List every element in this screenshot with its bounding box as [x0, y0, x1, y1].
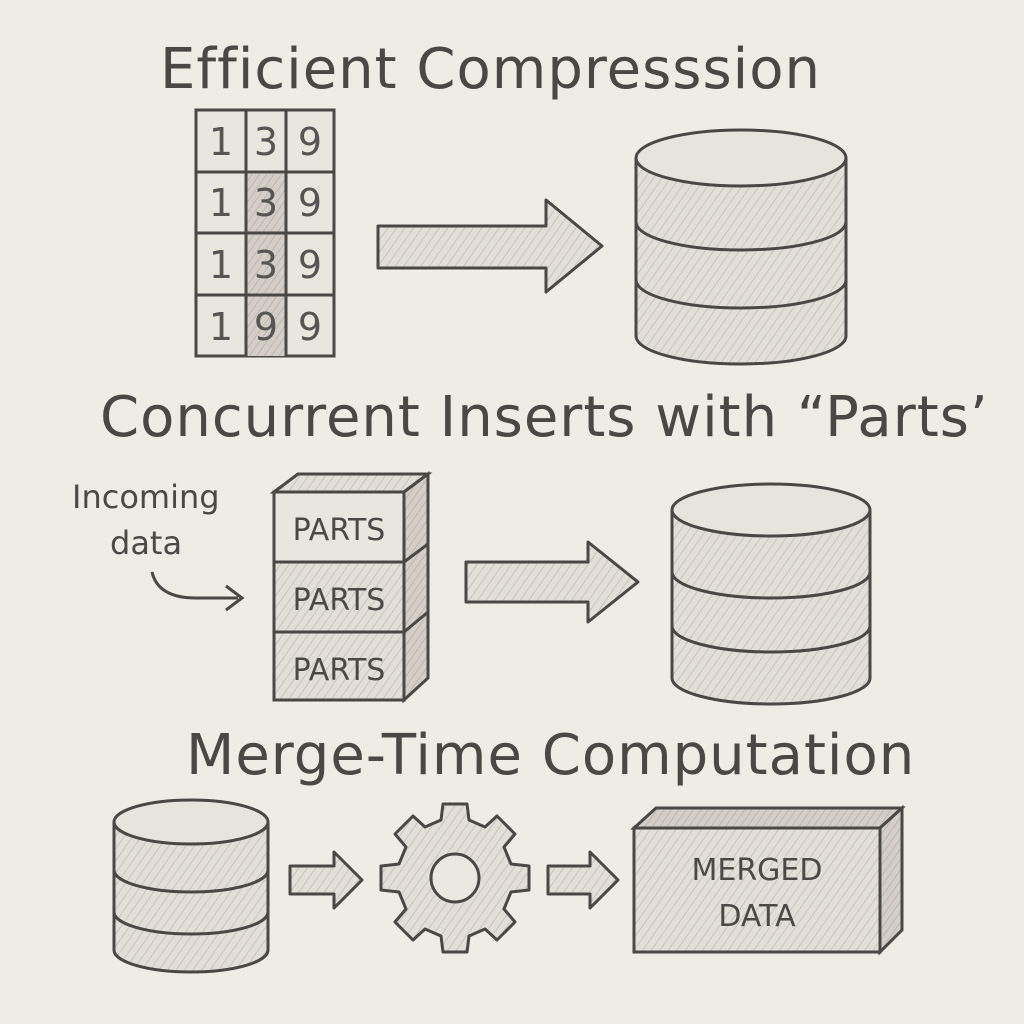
- database-icon: [634, 128, 848, 366]
- grid-cell: 9: [298, 181, 322, 225]
- incoming-data-label-2: data: [110, 524, 182, 562]
- grid-cell: 3: [254, 243, 278, 287]
- parts-stack-icon: [269, 471, 433, 704]
- arrow-icon: [464, 540, 640, 624]
- database-icon: [112, 798, 270, 974]
- merged-data-label-2: DATA: [718, 899, 796, 934]
- grid-cell: 9: [254, 305, 278, 349]
- merged-data-label: MERGED: [692, 853, 823, 888]
- arrow-icon: [546, 850, 620, 910]
- compression-grid-values: 1 3 9 1 3 9 1 3 9 1 9 9: [209, 120, 322, 349]
- database-icon: [670, 482, 872, 706]
- title-merge-time-computation: Merge-Time Computation: [186, 723, 915, 788]
- grid-cell: 1: [209, 181, 233, 225]
- grid-cell: 9: [298, 305, 322, 349]
- grid-cell: 3: [254, 181, 278, 225]
- parts-label: PARTS: [293, 653, 386, 688]
- merged-data-box: [630, 804, 906, 956]
- grid-cell: 9: [298, 243, 322, 287]
- arrow-icon: [288, 850, 364, 910]
- incoming-data-label: Incoming: [72, 478, 220, 516]
- grid-cell: 1: [209, 120, 233, 164]
- parts-label: PARTS: [293, 513, 386, 548]
- table-grid-icon: [194, 108, 336, 358]
- curved-arrow-icon: [150, 571, 245, 612]
- grid-cell: 1: [209, 305, 233, 349]
- arrow-icon: [376, 198, 604, 294]
- title-concurrent-inserts: Concurrent Inserts with “Parts’: [100, 385, 989, 450]
- title-efficient-compression: Efficient Compresssion: [160, 37, 821, 102]
- grid-cell: 3: [254, 120, 278, 164]
- parts-label: PARTS: [293, 583, 386, 618]
- grid-cell: 9: [298, 120, 322, 164]
- gear-icon: [379, 802, 531, 954]
- grid-cell: 1: [209, 243, 233, 287]
